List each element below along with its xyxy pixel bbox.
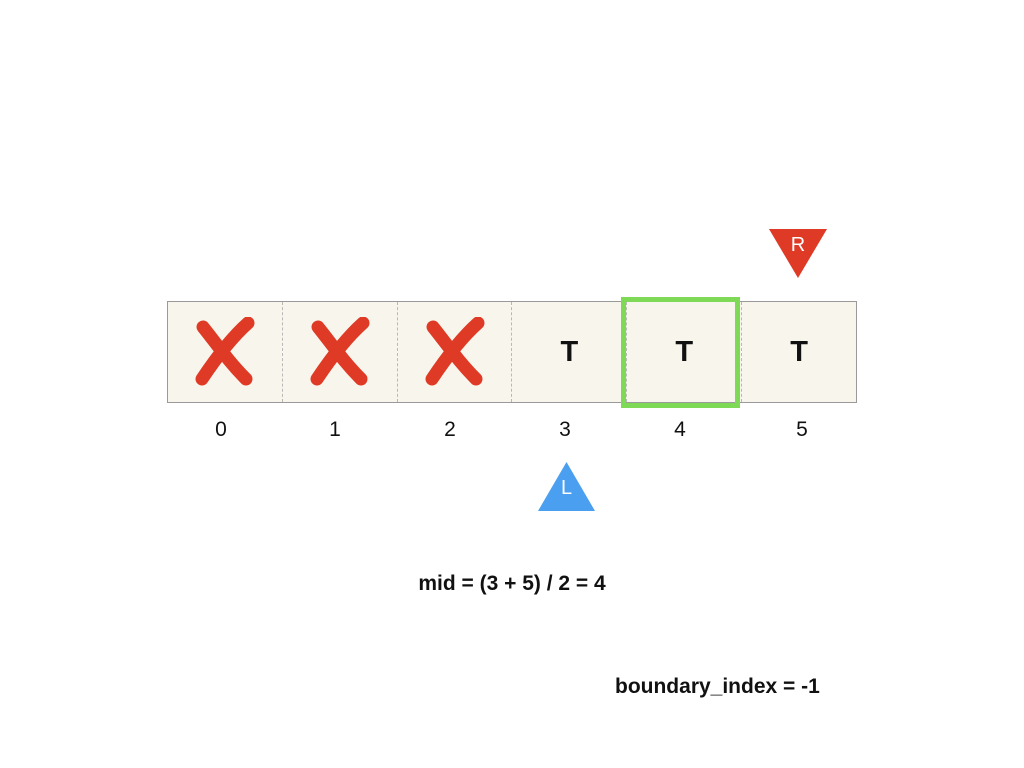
cell-value: T [675, 335, 694, 368]
array-cell-0 [168, 302, 283, 402]
cross-mark-icon [195, 317, 255, 386]
cross-mark-icon [310, 317, 370, 386]
index-labels: 0 1 2 3 4 5 [167, 418, 857, 446]
index-label-2: 2 [444, 418, 456, 441]
right-pointer-marker: R [769, 229, 827, 278]
cell-value: T [790, 335, 808, 368]
cell-value: T [560, 335, 579, 368]
index-label-4: 4 [674, 418, 686, 441]
left-pointer-marker: L [538, 462, 595, 511]
array-cell-5: T [742, 302, 856, 402]
array-cell-2 [398, 302, 513, 402]
array-cell-3: T [512, 302, 628, 402]
boundary-index-text: boundary_index = -1 [615, 675, 820, 698]
index-label-0: 0 [215, 418, 227, 441]
array-cell-1 [283, 302, 398, 402]
up-triangle-icon [538, 462, 595, 511]
index-label-3: 3 [559, 418, 571, 441]
down-triangle-icon [769, 229, 827, 278]
right-pointer-label: R [790, 234, 806, 256]
index-label-1: 1 [329, 418, 341, 441]
cross-mark-icon [425, 317, 485, 386]
array-cell-4: T [627, 302, 743, 402]
left-pointer-label: L [560, 477, 573, 499]
mid-formula: mid = (3 + 5) / 2 = 4 [418, 572, 606, 595]
index-label-5: 5 [796, 418, 808, 441]
boolean-array: T T T [167, 301, 857, 403]
